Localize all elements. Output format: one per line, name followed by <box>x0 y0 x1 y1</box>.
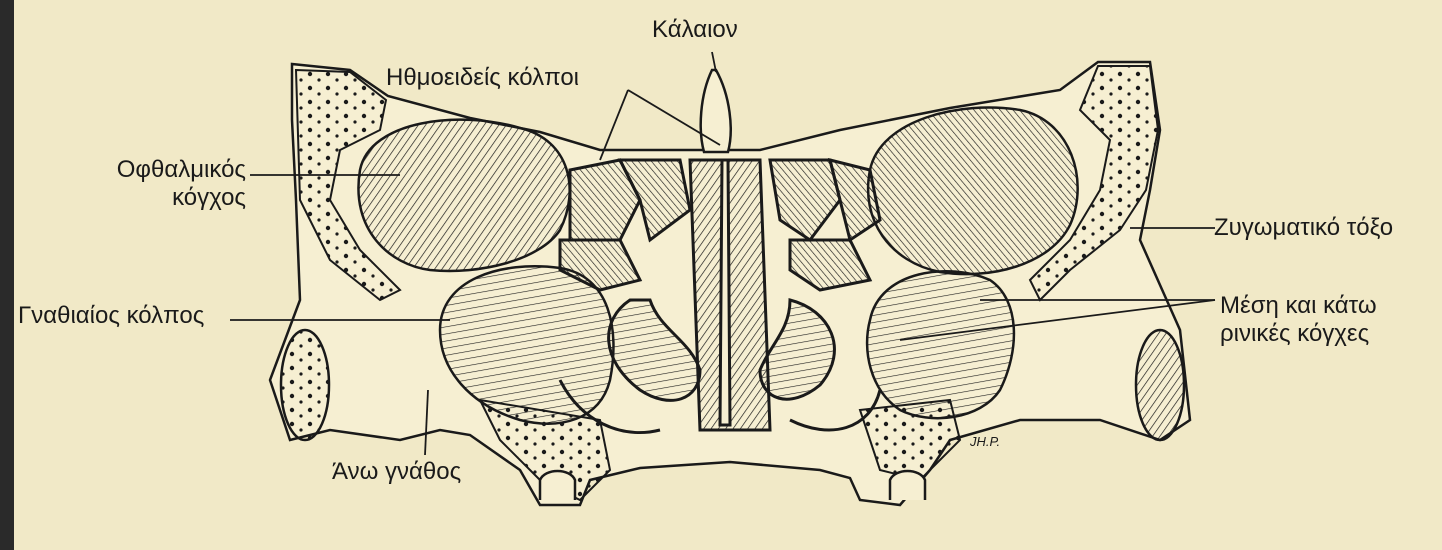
label-nasal-conchae-line1: Μέση και κάτω <box>1220 292 1377 320</box>
label-zygomatic-arch: Ζυγωματικό τόξο <box>1214 214 1393 242</box>
artist-signature: JH.P. <box>970 428 1000 456</box>
label-upper-jaw: Άνω γνάθος <box>332 458 461 486</box>
label-kalaion: Κάλαιον <box>652 16 738 44</box>
label-maxillary-sinus: Γναθιαίος κόλπος <box>18 302 204 330</box>
label-ethmoid-sinuses: Ηθμοειδείς κόλποι <box>386 64 579 92</box>
crista-galli <box>701 70 731 152</box>
label-nasal-conchae-line2: ρινικές κόγχες <box>1220 320 1369 348</box>
label-orbital-cavity-line2: κόγχος <box>90 184 246 212</box>
label-orbital-cavity-line1: Οφθαλμικός <box>90 156 246 184</box>
